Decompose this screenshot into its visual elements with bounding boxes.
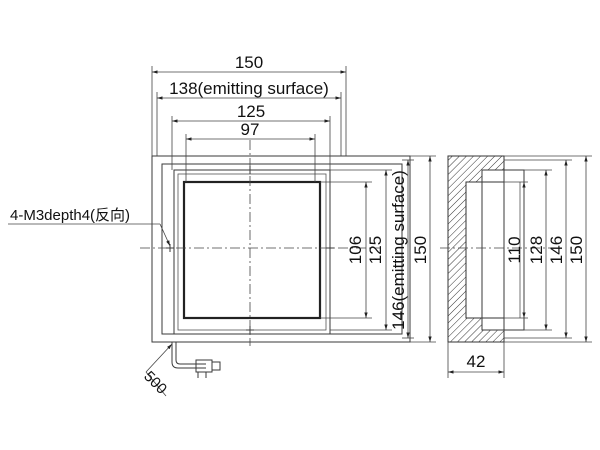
side-cavity — [465, 181, 505, 319]
dim-height-146: 146(emitting surface) — [389, 170, 408, 330]
mounting-hole-marks — [166, 166, 334, 334]
side-dim-146: 146 — [547, 236, 566, 264]
hole-callout: 4-M3depth4(反向) — [10, 207, 130, 224]
callout-leader — [159, 223, 171, 247]
side-dim-42: 42 — [467, 352, 486, 371]
frame-inner — [177, 173, 327, 331]
dim-height-125: 125 — [366, 236, 385, 264]
dim-cable-500: 500 — [140, 368, 170, 398]
side-dim-150: 150 — [567, 236, 586, 264]
side-dim-110: 110 — [505, 236, 524, 263]
dim-width-150: 150 — [235, 53, 263, 72]
emitting-surface — [182, 180, 322, 320]
dim-emitting-width-138: 138(emitting surface) — [169, 79, 329, 98]
frame-outer — [173, 169, 331, 335]
dim-width-125: 125 — [237, 102, 265, 121]
side-view: 110 128 146 150 42 — [440, 155, 592, 378]
dim-height-106: 106 — [346, 236, 365, 264]
side-dim-128: 128 — [527, 236, 546, 264]
housing-outline — [151, 155, 411, 343]
cable — [171, 342, 221, 378]
front-view: 150 138(emitting surface) 125 97 106 125… — [8, 53, 436, 398]
dim-height-150: 150 — [411, 236, 430, 264]
dim-width-97: 97 — [241, 120, 260, 139]
